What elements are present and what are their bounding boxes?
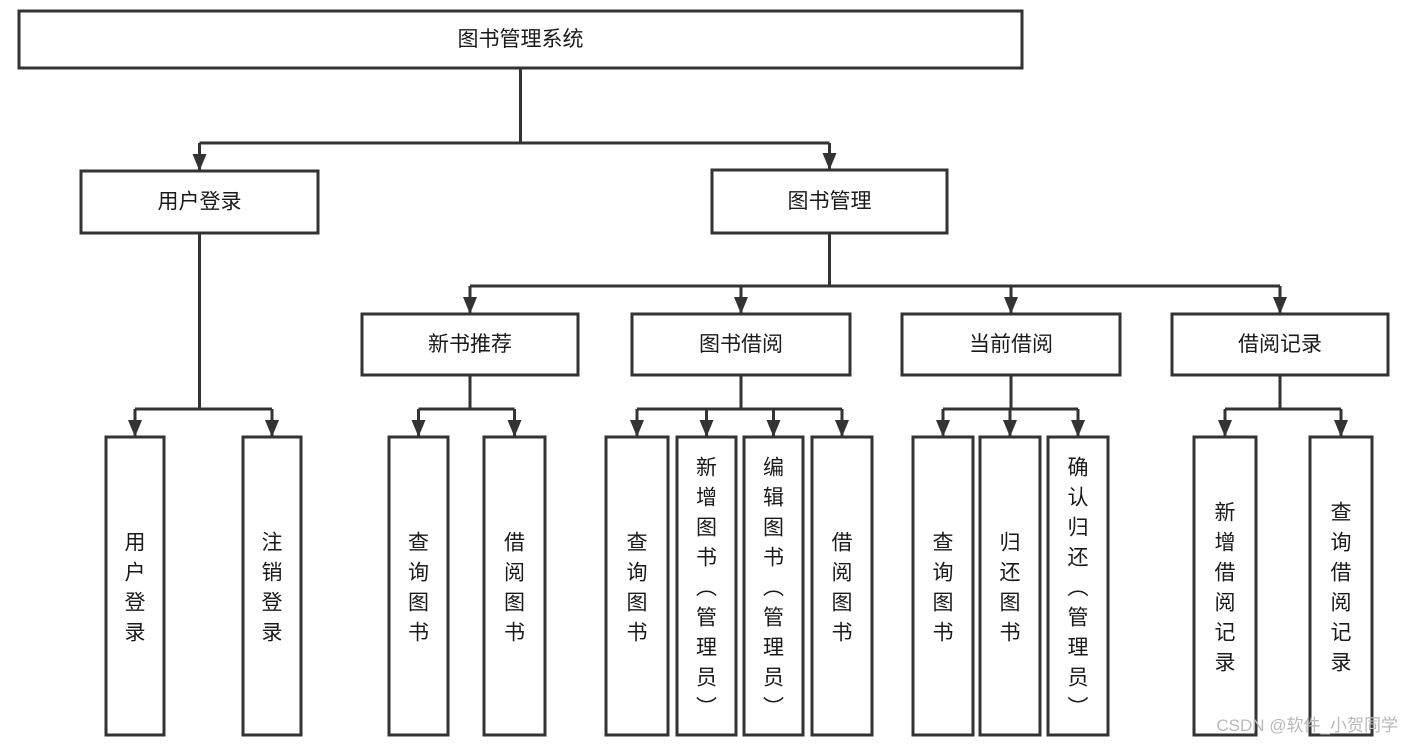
arrow-head-icon bbox=[734, 297, 748, 314]
node-book-borrow[interactable]: 图书借阅 bbox=[630, 312, 852, 377]
arrow-head-icon bbox=[192, 154, 207, 171]
node-label: 图书管理 bbox=[788, 190, 872, 213]
node-label: 查询图书 bbox=[627, 531, 648, 644]
node-label: 用户登录 bbox=[158, 191, 242, 214]
node-box bbox=[810, 435, 874, 737]
node-box bbox=[978, 435, 1042, 737]
node-box bbox=[675, 435, 738, 737]
node-label: 注销登录 bbox=[262, 531, 283, 644]
node-box bbox=[1308, 435, 1374, 737]
node-box bbox=[360, 312, 580, 377]
node-label: 用户登录 bbox=[125, 531, 146, 644]
node-box bbox=[900, 312, 1122, 377]
arrow-head-icon bbox=[1334, 420, 1348, 437]
arrow-head-icon bbox=[822, 153, 837, 170]
node-leaf-borrow-book-2[interactable]: 借阅图书 bbox=[810, 435, 874, 737]
node-label: 图书借阅 bbox=[699, 333, 783, 356]
node-leaf-add-record[interactable]: 新增借阅记录 bbox=[1192, 435, 1258, 737]
node-box bbox=[79, 169, 320, 235]
arrow-head-icon bbox=[699, 420, 714, 437]
arrow-head-icon bbox=[1218, 420, 1232, 437]
diagram-nodes: 图书管理系统用户登录图书管理新书推荐图书借阅当前借阅借阅记录用户登录注销登录查询… bbox=[17, 9, 1390, 737]
node-box bbox=[604, 435, 670, 737]
node-leaf-edit-book[interactable]: 编辑图书︵管理员︶ bbox=[742, 435, 805, 737]
arrow-head-icon bbox=[265, 420, 279, 437]
node-box bbox=[1192, 435, 1258, 737]
node-leaf-query-record[interactable]: 查询借阅记录 bbox=[1308, 435, 1374, 737]
node-label: 查询图书 bbox=[933, 531, 954, 644]
arrow-head-icon bbox=[1071, 420, 1085, 437]
node-leaf-return-book[interactable]: 归还图书 bbox=[978, 435, 1042, 737]
node-user-login[interactable]: 用户登录 bbox=[79, 169, 320, 235]
node-current-borrow[interactable]: 当前借阅 bbox=[900, 312, 1122, 377]
node-label: 查询图书 bbox=[408, 531, 429, 644]
arrow-head-icon bbox=[1273, 297, 1287, 314]
arrow-head-icon bbox=[507, 420, 522, 437]
arrow-head-icon bbox=[766, 420, 781, 437]
node-label: 借阅图书 bbox=[832, 531, 853, 644]
node-leaf-logout[interactable]: 注销登录 bbox=[241, 435, 303, 737]
node-leaf-confirm-return[interactable]: 确认归还︵管理员︶ bbox=[1046, 435, 1110, 737]
node-book-manage[interactable]: 图书管理 bbox=[710, 168, 949, 235]
node-borrow-record[interactable]: 借阅记录 bbox=[1170, 312, 1390, 377]
node-label: 新增借阅记录 bbox=[1215, 501, 1236, 674]
arrow-head-icon bbox=[128, 420, 142, 437]
node-leaf-query-book-2[interactable]: 查询图书 bbox=[604, 435, 670, 737]
arrow-head-icon bbox=[463, 297, 477, 314]
node-label: 确认归还︵管理员︶ bbox=[1068, 456, 1089, 719]
node-label: 新增图书︵管理员︶ bbox=[696, 456, 717, 719]
node-leaf-query-book-3[interactable]: 查询图书 bbox=[911, 435, 975, 737]
node-box bbox=[17, 9, 1024, 70]
node-box bbox=[482, 435, 547, 737]
csdn-watermark: CSDN @软件_小贺同学 bbox=[1216, 716, 1398, 735]
arrow-head-icon bbox=[1004, 297, 1018, 314]
node-label: 借阅图书 bbox=[504, 531, 525, 644]
node-box bbox=[911, 435, 975, 737]
node-box bbox=[630, 312, 852, 377]
node-label: 当前借阅 bbox=[969, 333, 1053, 356]
node-leaf-query-book-1[interactable]: 查询图书 bbox=[387, 435, 450, 737]
arrow-head-icon bbox=[835, 420, 849, 437]
node-box bbox=[104, 435, 166, 737]
arrow-head-icon bbox=[630, 420, 644, 437]
node-leaf-add-book[interactable]: 新增图书︵管理员︶ bbox=[675, 435, 738, 737]
node-box bbox=[742, 435, 805, 737]
node-label: 归还图书 bbox=[1000, 531, 1021, 644]
arrow-head-icon bbox=[936, 420, 950, 437]
node-leaf-user-login[interactable]: 用户登录 bbox=[104, 435, 166, 737]
node-root[interactable]: 图书管理系统 bbox=[17, 9, 1024, 70]
node-label: 借阅记录 bbox=[1238, 333, 1322, 356]
node-label: 编辑图书︵管理员︶ bbox=[763, 456, 784, 719]
node-box bbox=[387, 435, 450, 737]
node-label: 查询借阅记录 bbox=[1331, 501, 1352, 674]
arrow-head-icon bbox=[411, 420, 426, 437]
node-box bbox=[710, 168, 949, 235]
node-label: 图书管理系统 bbox=[458, 28, 584, 51]
node-box bbox=[1046, 435, 1110, 737]
node-label: 新书推荐 bbox=[428, 333, 512, 356]
node-box bbox=[1170, 312, 1390, 377]
node-new-book-rec[interactable]: 新书推荐 bbox=[360, 312, 580, 377]
arrow-head-icon bbox=[1003, 420, 1017, 437]
node-leaf-borrow-book-1[interactable]: 借阅图书 bbox=[482, 435, 547, 737]
node-box bbox=[241, 435, 303, 737]
connector-lines bbox=[128, 68, 1348, 437]
